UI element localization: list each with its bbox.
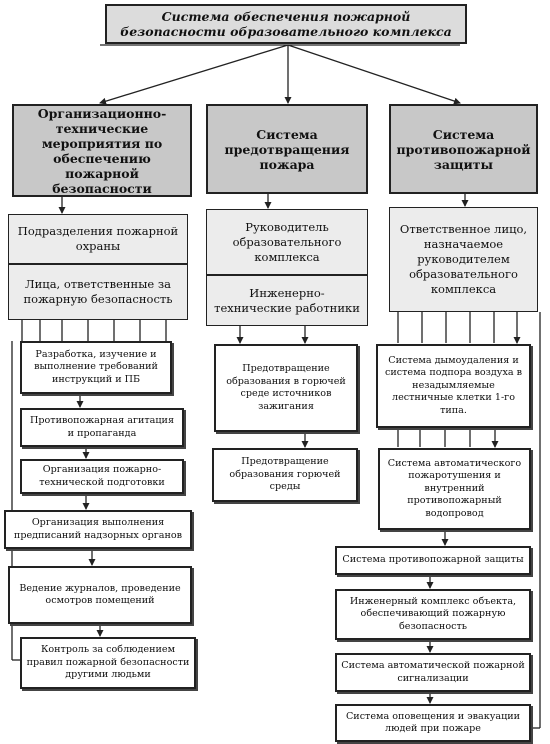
col1-unit-responsible-persons: Лица, ответственные за пожарную безопасн…: [8, 264, 188, 320]
col1-item: Разработка, изучение и выполнение требов…: [20, 341, 172, 394]
col1-item: Ведение журналов, проведение осмотров по…: [8, 566, 192, 624]
arrow-title-to-col1: [99, 44, 289, 105]
col3-heading: Система противопожарной защиты: [389, 104, 538, 194]
col3-unit-responsible: Ответственное лицо, назначаемое руководи…: [389, 207, 538, 312]
col3-item: Система автоматической пожарной сигнализ…: [335, 653, 531, 692]
col2-heading: Система предотвращения пожара: [206, 104, 368, 194]
col1-item: Организация выполнения предписаний надзо…: [4, 510, 192, 549]
col3-item: Инженерный комплекс объекта, обеспечиваю…: [335, 589, 531, 640]
col3-item: Система оповещения и эвакуации людей при…: [335, 704, 531, 742]
col2-unit-head: Руководитель образовательного комплекса: [206, 209, 368, 275]
col1-item: Противопожарная агитация и пропаганда: [20, 408, 184, 447]
col1-item: Организация пожарно-технической подготов…: [20, 459, 184, 494]
col1-item: Контроль за соблюдением правил пожарной …: [20, 637, 196, 689]
col1-heading: Организационно-технические мероприятия п…: [12, 104, 192, 197]
col2-item: Предотвращение образования горючей среды: [212, 448, 358, 502]
col3-item: Система автоматического пожаротушения и …: [378, 448, 531, 530]
col2-item: Предотвращение образования в горючей сре…: [214, 344, 358, 432]
col3-item: Система дымоудаления и система подпора в…: [376, 344, 531, 428]
diagram-title: Система обеспечения пожарной безопасност…: [105, 4, 467, 44]
col1-unit-fire-brigade: Подразделения пожарной охраны: [8, 214, 188, 264]
col3-item: Система противопожарной защиты: [335, 546, 531, 575]
arrow-title-to-col3: [287, 44, 461, 105]
col2-unit-engineers: Инженерно-технические работники: [206, 275, 368, 326]
